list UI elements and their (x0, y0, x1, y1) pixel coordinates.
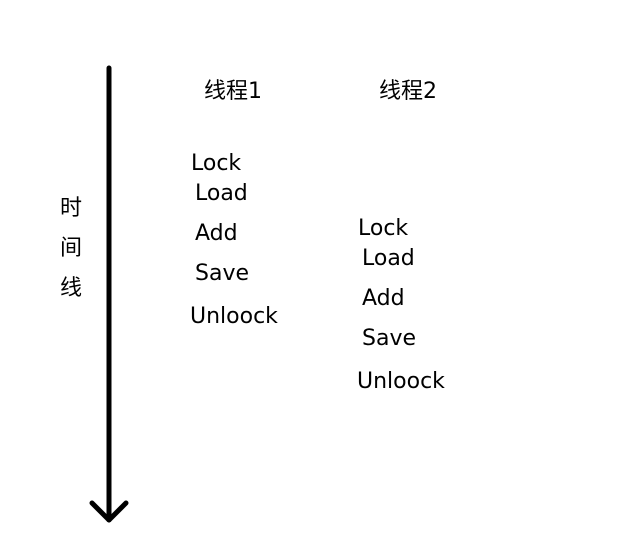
thread-1-step-add: Add (195, 221, 238, 246)
thread-2-title: 线程2 (379, 79, 437, 104)
thread-2-step-load: Load (362, 246, 415, 271)
axis-label-char-2: 间 (60, 236, 83, 261)
thread-1-title: 线程1 (204, 79, 262, 104)
thread-2-step-lock: Lock (358, 216, 409, 241)
thread-2-step-add: Add (362, 286, 405, 311)
axis-label-char-1: 时 (60, 196, 83, 221)
thread-1-step-unlock: Unloock (190, 304, 278, 329)
thread-1-step-lock: Lock (191, 151, 242, 176)
thread-2-step-save: Save (362, 326, 417, 351)
axis-label-char-3: 线 (60, 276, 83, 301)
thread-2-step-unlock: Unloock (357, 369, 445, 394)
thread-1-step-save: Save (195, 261, 250, 286)
thread-1-step-load: Load (195, 181, 248, 206)
